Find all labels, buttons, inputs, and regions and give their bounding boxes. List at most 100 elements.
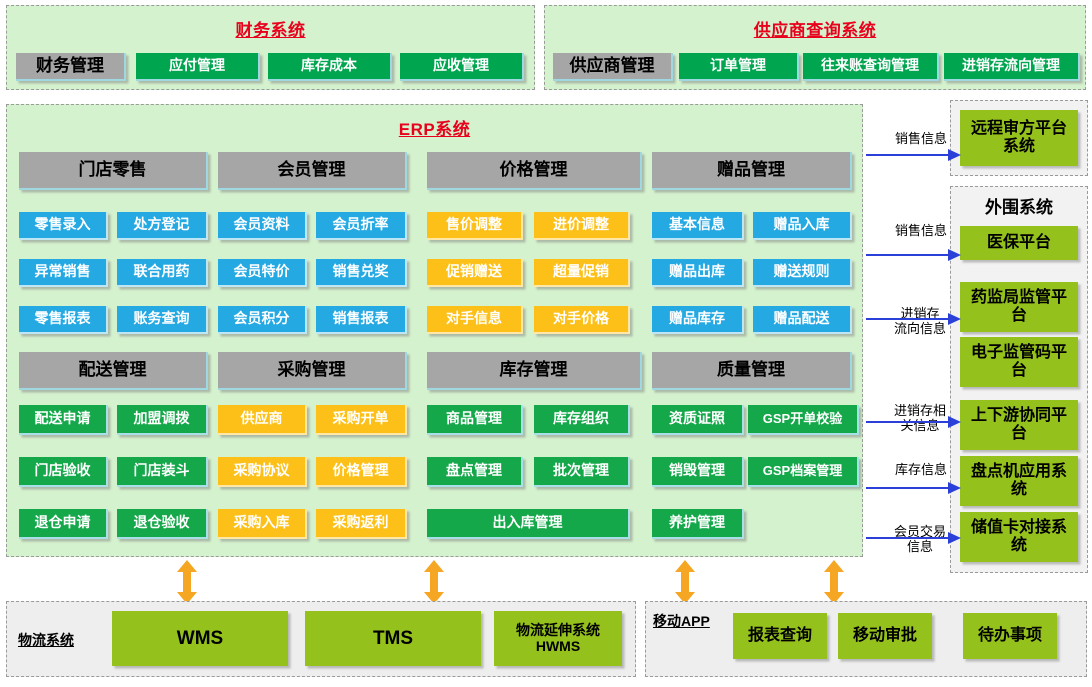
erp-item-purchase-price-mgmt-label: 价格管理 (332, 462, 389, 479)
flow-label-sales-info-2: 销售信息 (894, 223, 947, 238)
supplier-btn-2[interactable]: 往来账查询管理 (803, 53, 939, 81)
erp-item-member-discount-label: 会员折率 (332, 216, 389, 233)
vertical-link-arrow-4 (824, 560, 844, 604)
erp-item-sales-report[interactable]: 销售报表 (316, 306, 407, 334)
erp-item-purchase-inbound[interactable]: 采购入库 (218, 509, 307, 539)
erp-item-gift-basic[interactable]: 基本信息 (652, 212, 744, 240)
logistics-item-hwms[interactable]: 物流延伸系统 HWMS (494, 611, 622, 666)
erp-item-batch-mgmt[interactable]: 批次管理 (534, 457, 630, 487)
flow-label-stock-info: 库存信息 (894, 462, 947, 477)
remote-review-box-label: 远程审方平台系统 (970, 120, 1067, 155)
erp-header-quality[interactable]: 质量管理 (652, 352, 852, 390)
erp-item-franchise-transfer[interactable]: 加盟调拨 (117, 405, 208, 435)
erp-header-stock[interactable]: 库存管理 (427, 352, 642, 390)
erp-item-member-profile[interactable]: 会员资料 (218, 212, 307, 240)
erp-item-gsp-archive-mgmt[interactable]: GSP档案管理 (748, 457, 859, 487)
erp-item-inout-stock-mgmt[interactable]: 出入库管理 (427, 509, 630, 539)
erp-item-promo-gift[interactable]: 促销赠送 (427, 259, 523, 287)
erp-header-stock-label: 库存管理 (499, 360, 568, 380)
erp-item-purchase-order[interactable]: 采购开单 (316, 405, 407, 435)
erp-item-competitor-info[interactable]: 对手信息 (427, 306, 523, 334)
peripheral-item-medical-insurance-label: 医保平台 (986, 234, 1051, 252)
supplier-btn-2-label: 往来账查询管理 (821, 57, 919, 74)
erp-item-combined-medication[interactable]: 联合用药 (117, 259, 208, 287)
erp-item-retail-entry[interactable]: 零售录入 (19, 212, 108, 240)
erp-item-store-loading[interactable]: 门店装斗 (117, 457, 208, 487)
erp-item-gift-delivery[interactable]: 赠品配送 (753, 306, 852, 334)
logistics-item-wms[interactable]: WMS (112, 611, 288, 666)
erp-item-purchase-price-mgmt[interactable]: 价格管理 (316, 457, 407, 487)
finance-btn-1[interactable]: 应付管理 (136, 53, 260, 81)
mobile-app-item-todo[interactable]: 待办事项 (963, 613, 1057, 659)
erp-header-member[interactable]: 会员管理 (218, 152, 407, 190)
supplier-btn-0-label: 供应商管理 (569, 56, 655, 76)
erp-item-abnormal-sales[interactable]: 异常销售 (19, 259, 108, 287)
erp-item-cost-adjust[interactable]: 进价调整 (534, 212, 630, 240)
erp-header-delivery-label: 配送管理 (78, 360, 147, 380)
erp-item-destruction-mgmt[interactable]: 销毁管理 (652, 457, 744, 487)
erp-item-return-acceptance[interactable]: 退仓验收 (117, 509, 208, 539)
peripheral-item-ecode-platform[interactable]: 电子监管码平台 (960, 337, 1078, 387)
peripheral-item-count-machine-system[interactable]: 盘点机应用系统 (960, 456, 1078, 506)
erp-item-inventory-count[interactable]: 盘点管理 (427, 457, 523, 487)
erp-item-delivery-request[interactable]: 配送申请 (19, 405, 108, 435)
supplier-btn-1-label: 订单管理 (710, 57, 766, 74)
erp-item-sales-prize[interactable]: 销售兑奖 (316, 259, 407, 287)
erp-item-return-acceptance-label: 退仓验收 (133, 514, 190, 531)
erp-item-gift-outbound[interactable]: 赠品出库 (652, 259, 744, 287)
erp-item-gift-delivery-label: 赠品配送 (773, 310, 830, 327)
erp-item-member-special-price-label: 会员特价 (233, 263, 290, 280)
peripheral-item-fda-platform[interactable]: 药监局监管平台 (960, 282, 1078, 332)
supplier-btn-1[interactable]: 订单管理 (679, 53, 799, 81)
erp-item-price-adjust[interactable]: 售价调整 (427, 212, 523, 240)
erp-item-gsp-billing-check[interactable]: GSP开单校验 (748, 405, 859, 435)
peripheral-item-ecode-platform-label: 电子监管码平台 (970, 344, 1067, 379)
peripheral-systems-title: 外围系统 (985, 198, 1053, 217)
erp-item-product-mgmt-label: 商品管理 (446, 410, 502, 427)
remote-review-box[interactable]: 远程审方平台系统 (960, 110, 1078, 166)
erp-item-gift-inbound[interactable]: 赠品入库 (753, 212, 852, 240)
erp-item-store-acceptance[interactable]: 门店验收 (19, 457, 108, 487)
erp-item-product-mgmt[interactable]: 商品管理 (427, 405, 523, 435)
finance-btn-0[interactable]: 财务管理 (16, 53, 126, 81)
erp-item-purchase-agreement[interactable]: 采购协议 (218, 457, 307, 487)
erp-header-price[interactable]: 价格管理 (427, 152, 642, 190)
peripheral-item-stored-value-card[interactable]: 储值卡对接系统 (960, 512, 1078, 562)
erp-item-gift-stock[interactable]: 赠品库存 (652, 306, 744, 334)
erp-header-purchase[interactable]: 采购管理 (218, 352, 407, 390)
erp-header-delivery[interactable]: 配送管理 (19, 352, 208, 390)
mobile-app-item-report-query[interactable]: 报表查询 (733, 613, 827, 659)
peripheral-item-medical-insurance[interactable]: 医保平台 (960, 226, 1078, 260)
erp-item-purchase-rebate[interactable]: 采购返利 (316, 509, 407, 539)
erp-item-member-special-price[interactable]: 会员特价 (218, 259, 307, 287)
logistics-item-tms[interactable]: TMS (305, 611, 481, 666)
peripheral-item-supply-chain-platform[interactable]: 上下游协同平台 (960, 400, 1078, 450)
erp-item-account-query[interactable]: 账务查询 (117, 306, 208, 334)
mobile-app-item-mobile-approval[interactable]: 移动审批 (838, 613, 932, 659)
erp-item-prescription-reg[interactable]: 处方登记 (117, 212, 208, 240)
supplier-btn-3[interactable]: 进销存流向管理 (944, 53, 1080, 81)
finance-btn-2[interactable]: 库存成本 (268, 53, 392, 81)
erp-item-return-request[interactable]: 退仓申请 (19, 509, 108, 539)
erp-item-purchase-order-label: 采购开单 (332, 410, 389, 427)
erp-item-competitor-price[interactable]: 对手价格 (534, 306, 630, 334)
erp-item-gift-rules[interactable]: 赠送规则 (753, 259, 852, 287)
erp-item-combined-medication-label: 联合用药 (133, 263, 190, 280)
supplier-btn-0[interactable]: 供应商管理 (553, 53, 673, 81)
erp-header-store-retail[interactable]: 门店零售 (19, 152, 208, 190)
erp-item-cost-adjust-label: 进价调整 (553, 216, 609, 233)
erp-item-member-discount[interactable]: 会员折率 (316, 212, 407, 240)
erp-item-stock-org[interactable]: 库存组织 (534, 405, 630, 435)
erp-item-maintenance-mgmt[interactable]: 养护管理 (652, 509, 744, 539)
flow-arrow-4 (866, 416, 961, 428)
erp-header-gift[interactable]: 赠品管理 (652, 152, 852, 190)
erp-item-supplier[interactable]: 供应商 (218, 405, 307, 435)
erp-header-gift-label: 赠品管理 (717, 160, 785, 180)
erp-item-qualification-cert[interactable]: 资质证照 (652, 405, 744, 435)
finance-btn-3[interactable]: 应收管理 (400, 53, 524, 81)
erp-item-member-points[interactable]: 会员积分 (218, 306, 307, 334)
erp-item-bulk-promo[interactable]: 超量促销 (534, 259, 630, 287)
peripheral-item-stored-value-card-label: 储值卡对接系统 (970, 519, 1067, 554)
erp-item-retail-report[interactable]: 零售报表 (19, 306, 108, 334)
mobile-app-item-mobile-approval-label: 移动审批 (852, 627, 917, 645)
